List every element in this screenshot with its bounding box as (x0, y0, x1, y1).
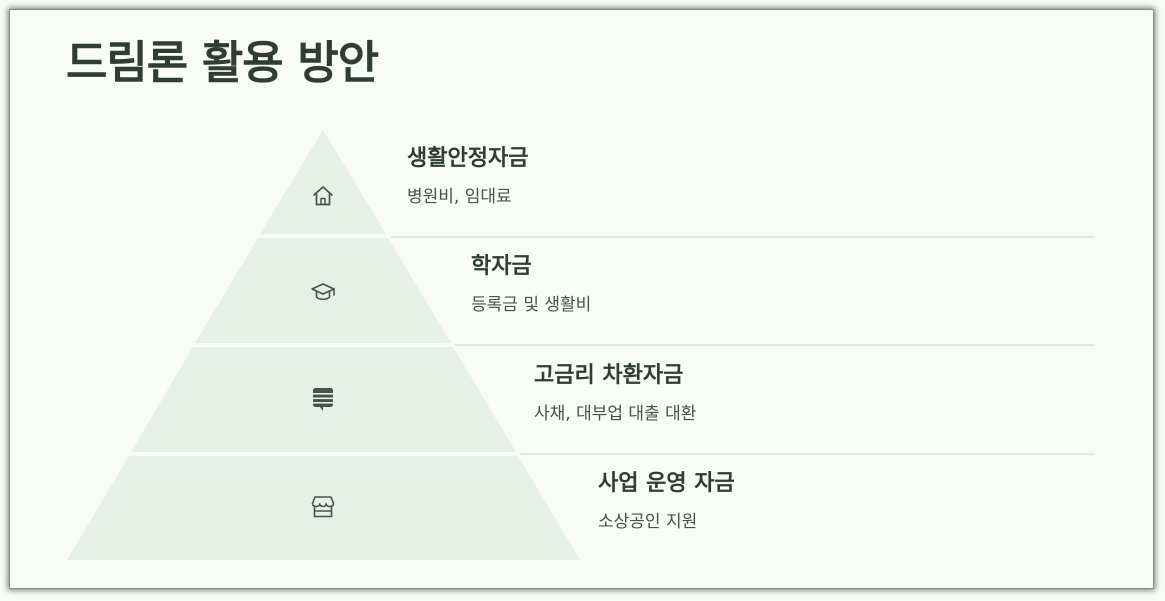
tier-1-subtitle: 병원비, 임대료 (407, 187, 512, 207)
pyramid-tier-2 (195, 238, 451, 343)
tier-3-subtitle: 사채, 대부업 대출 대환 (534, 404, 697, 424)
tier-4-title: 사업 운영 자금 (598, 471, 735, 496)
graduation-cap-icon (311, 283, 335, 301)
storefront-icon (311, 496, 335, 518)
tier-1-title: 생활안정자금 (407, 146, 529, 171)
tier-4-subtitle: 소상공인 지원 (598, 512, 698, 532)
tier-3-title: 고금리 차환자금 (534, 363, 684, 388)
slide: 드림론 활용 방안 생활안정자금 병원비, 임 (10, 10, 1153, 588)
home-icon (313, 186, 333, 206)
pyramid-diagram (67, 130, 1095, 560)
tier-2-title: 학자금 (471, 254, 532, 279)
pyramid-tier-1 (260, 130, 386, 234)
tier-2-subtitle: 등록금 및 생활비 (471, 295, 592, 315)
page-title: 드림론 활용 방안 (66, 36, 379, 89)
document-stack-icon (313, 388, 333, 411)
pyramid-tier-4 (67, 456, 580, 560)
